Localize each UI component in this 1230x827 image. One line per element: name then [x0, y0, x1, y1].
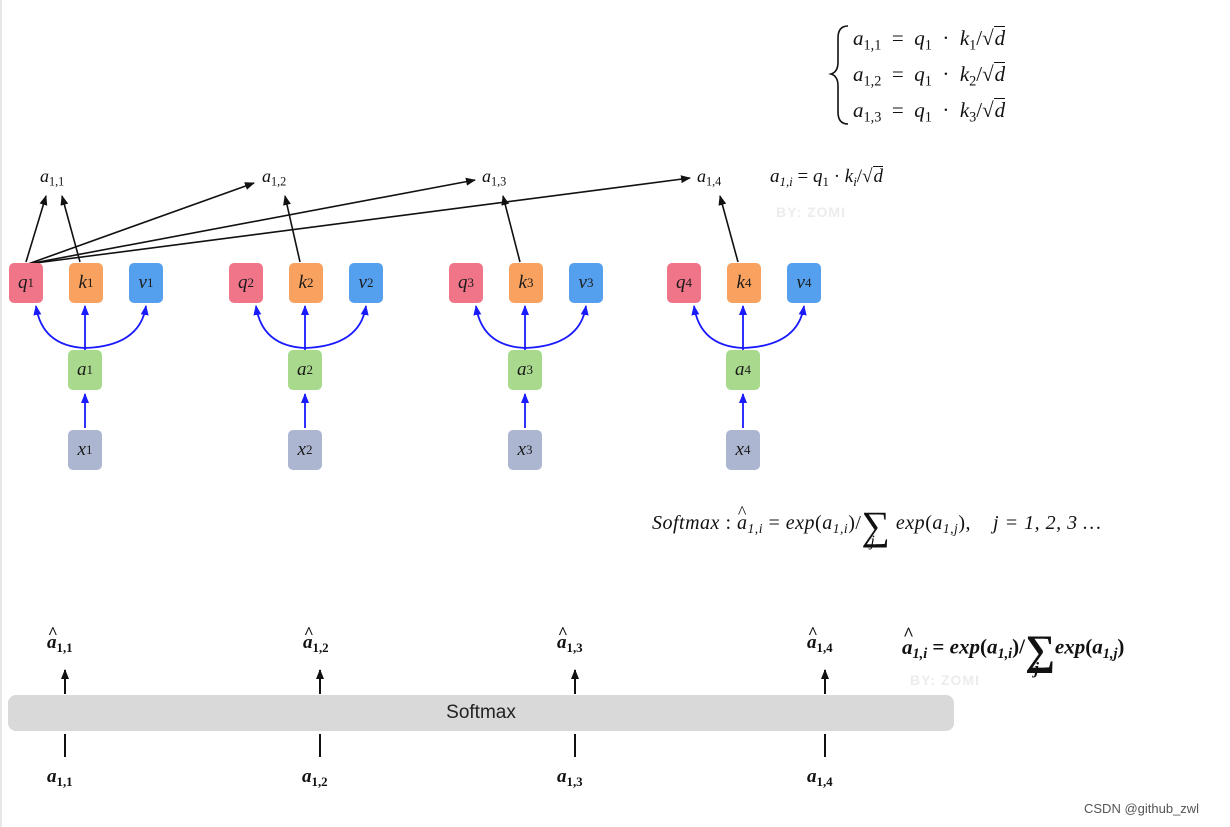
score-label-2: a1,2	[262, 166, 287, 189]
softmax-formula: Softmax : a1,i = exp(a1,i)/∑j exp(a1,j),…	[652, 502, 1101, 550]
softmax-input-4: a1,4	[807, 766, 833, 789]
softmax-layer-label: Softmax	[446, 702, 516, 723]
softmax-input-3: a1,3	[557, 766, 583, 789]
score-label-1: a1,1	[40, 166, 65, 189]
softmax-output-2: a1,2	[303, 623, 329, 656]
score-label-4: a1,4	[697, 166, 722, 189]
softmax-output-3: a1,3	[557, 623, 583, 656]
equation-line-1: a1,1 = q1 · k1/√d	[853, 26, 1006, 54]
softmax-layer: Softmax	[8, 695, 954, 731]
equation-brace	[828, 25, 849, 125]
softmax-output-arrows	[61, 669, 829, 694]
softmax-input-2: a1,2	[302, 766, 328, 789]
attention-arrows	[25, 175, 739, 265]
softmax-output-4: a1,4	[807, 623, 833, 656]
softmax-output-1: a1,1	[47, 623, 73, 656]
watermark-bottom: BY: ZOMI	[910, 672, 980, 688]
equation-line-3: a1,3 = q1 · k3/√d	[853, 98, 1006, 126]
equation-line-2: a1,2 = q1 · k2/√d	[853, 62, 1006, 90]
projection-arrows	[33, 305, 807, 428]
watermark-top: BY: ZOMI	[776, 204, 846, 220]
score-label-3: a1,3	[482, 166, 507, 189]
general-score-formula: a1,i = q1 · ki/√d	[770, 166, 884, 189]
softmax-input-1: a1,1	[47, 766, 73, 789]
credit-watermark: CSDN @github_zwl	[1084, 801, 1200, 816]
softmax-input-lines	[64, 734, 826, 757]
